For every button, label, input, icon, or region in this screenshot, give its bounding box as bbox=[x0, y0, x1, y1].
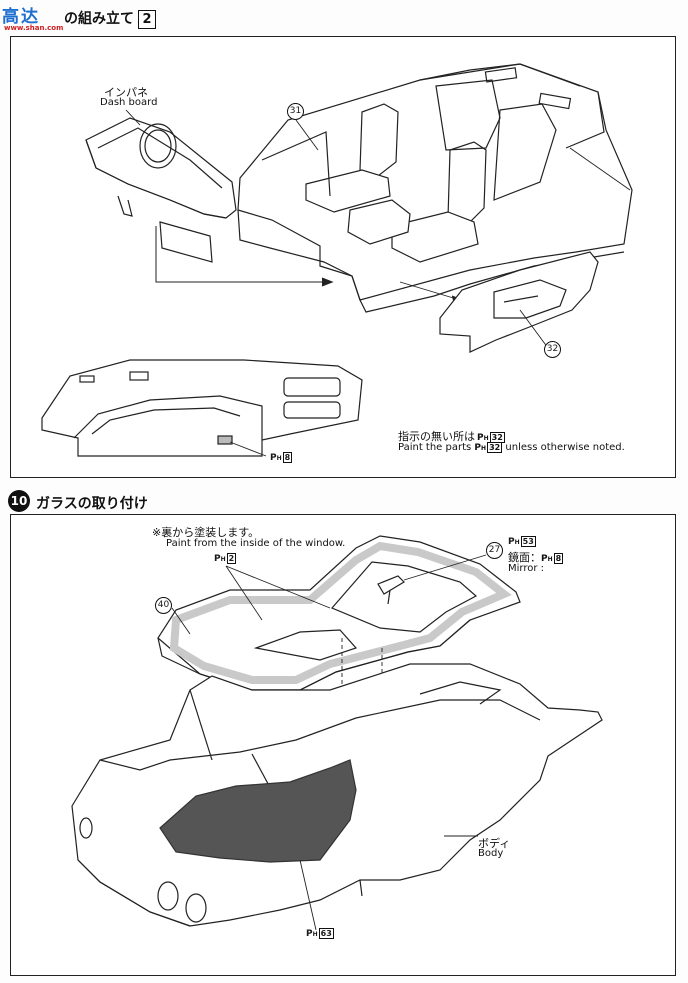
step-10-badge: 10 bbox=[8, 490, 30, 512]
dash-label-jp: インパネ bbox=[104, 86, 148, 99]
dash-label-en: Dash board bbox=[100, 97, 158, 108]
body-label-jp: ボディ bbox=[478, 837, 511, 850]
step-top-title: の組み立て bbox=[64, 11, 134, 27]
mirror-label-en: Mirror : bbox=[508, 563, 545, 574]
part-27-badge: 27 bbox=[486, 542, 503, 559]
part-40-badge: 40 bbox=[155, 597, 172, 614]
inside-paint-note-en: Paint from the inside of the window. bbox=[166, 538, 346, 549]
body-label-en: Body bbox=[478, 848, 504, 859]
part-32-badge: 32 bbox=[544, 341, 561, 358]
step-10-title: ガラスの取り付け bbox=[36, 496, 148, 512]
step-top-number: 2 bbox=[138, 10, 156, 29]
watermark-chars: 高达 bbox=[2, 7, 40, 27]
site-watermark-logo: 高达 www.shan.com bbox=[2, 2, 68, 34]
inside-paint-note-jp: ※裏から塗装します。 bbox=[152, 526, 260, 539]
part-31-badge: 31 bbox=[287, 103, 304, 120]
watermark-url: www.shan.com bbox=[4, 24, 64, 32]
